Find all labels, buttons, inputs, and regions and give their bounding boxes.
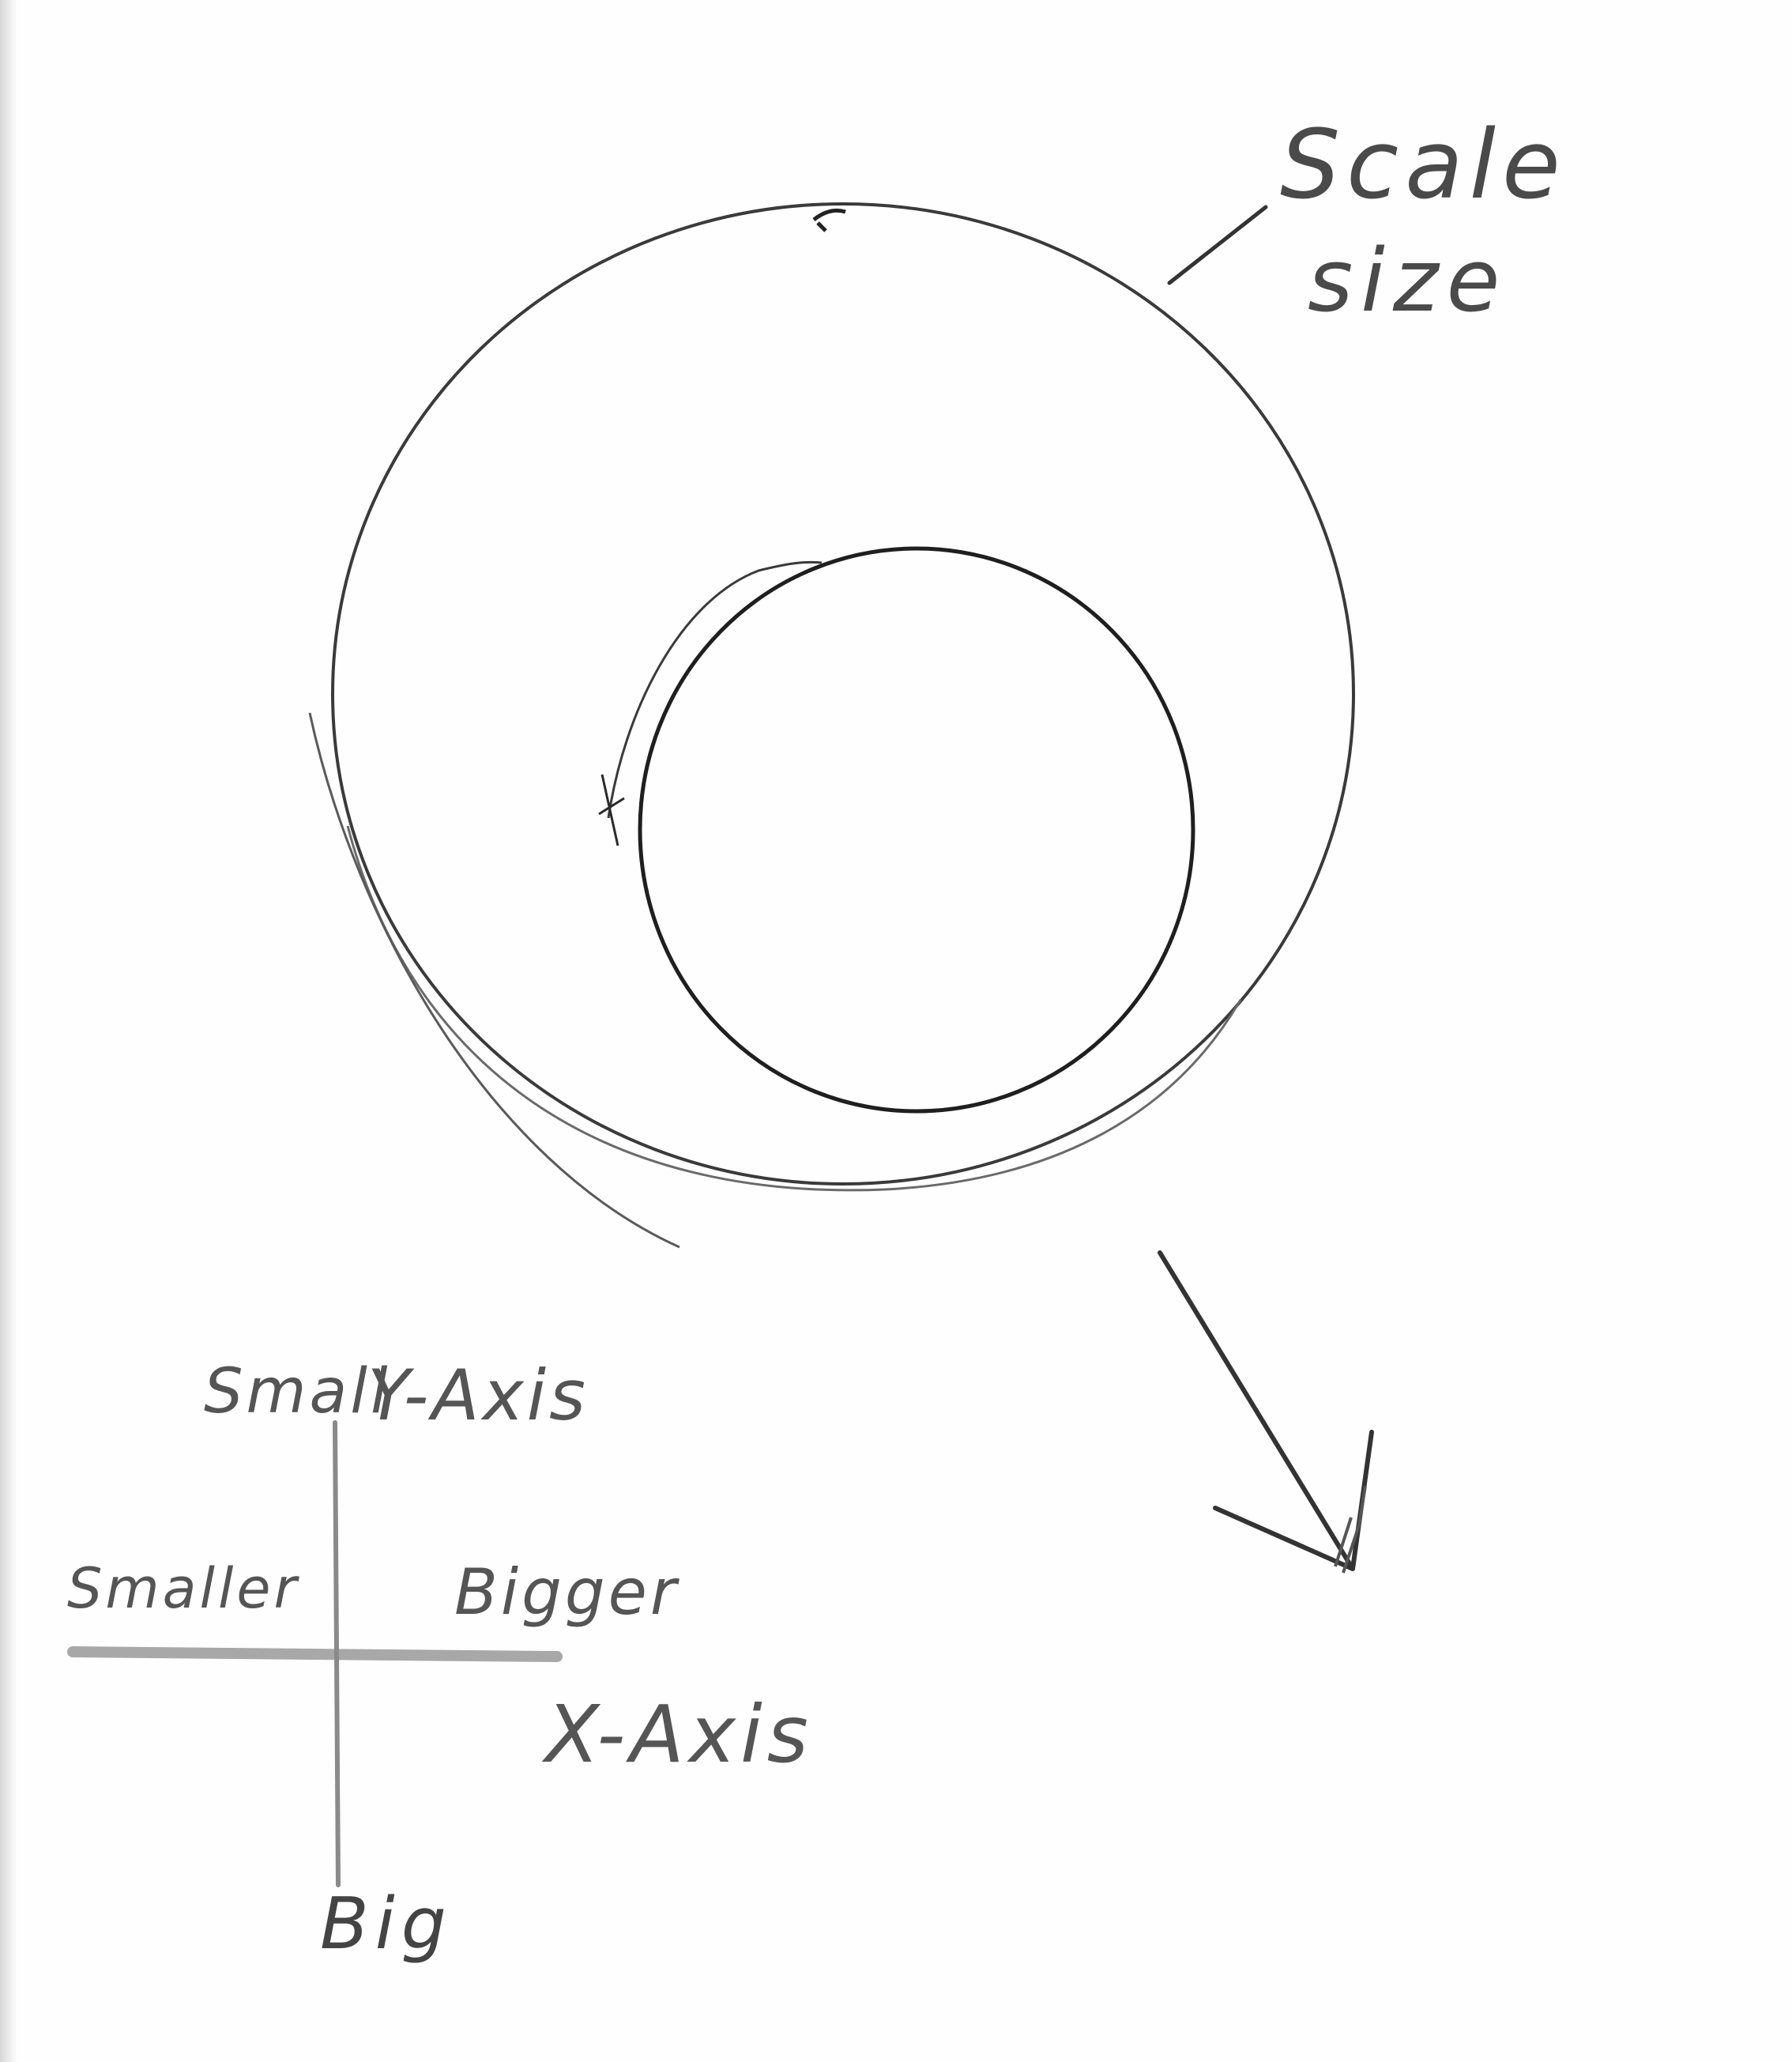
x-axis-line [67, 1646, 563, 1662]
x-axis-left-label: Smaller [67, 1556, 300, 1621]
y-axis-bottom-label: Big [320, 1883, 453, 1966]
y-axis-top-label: Small [204, 1356, 391, 1427]
outer-circle-start-mark [812, 208, 846, 232]
size-label: size [1308, 230, 1508, 331]
scale-label: Scale [1280, 111, 1567, 221]
paper-edge [0, 0, 17, 2062]
outer-circle-overdraw-arc [346, 825, 1242, 1192]
y-axis-title: Y-Axis [367, 1355, 589, 1436]
x-axis-title: X-Axis [545, 1688, 813, 1781]
inner-circle [638, 546, 1195, 1114]
inner-circle-start-mark [598, 774, 625, 846]
down-right-arrow-icon [1158, 1250, 1374, 1571]
down-right-arrow-shading [1334, 1485, 1367, 1574]
scale-size-pointer [1167, 205, 1268, 285]
x-axis-right-label: Bigger [454, 1555, 680, 1629]
y-axis-line [333, 1420, 341, 1887]
sweep-arc [308, 712, 680, 1249]
outer-circle [331, 202, 1355, 1186]
inner-circle-overdraw [607, 560, 823, 819]
